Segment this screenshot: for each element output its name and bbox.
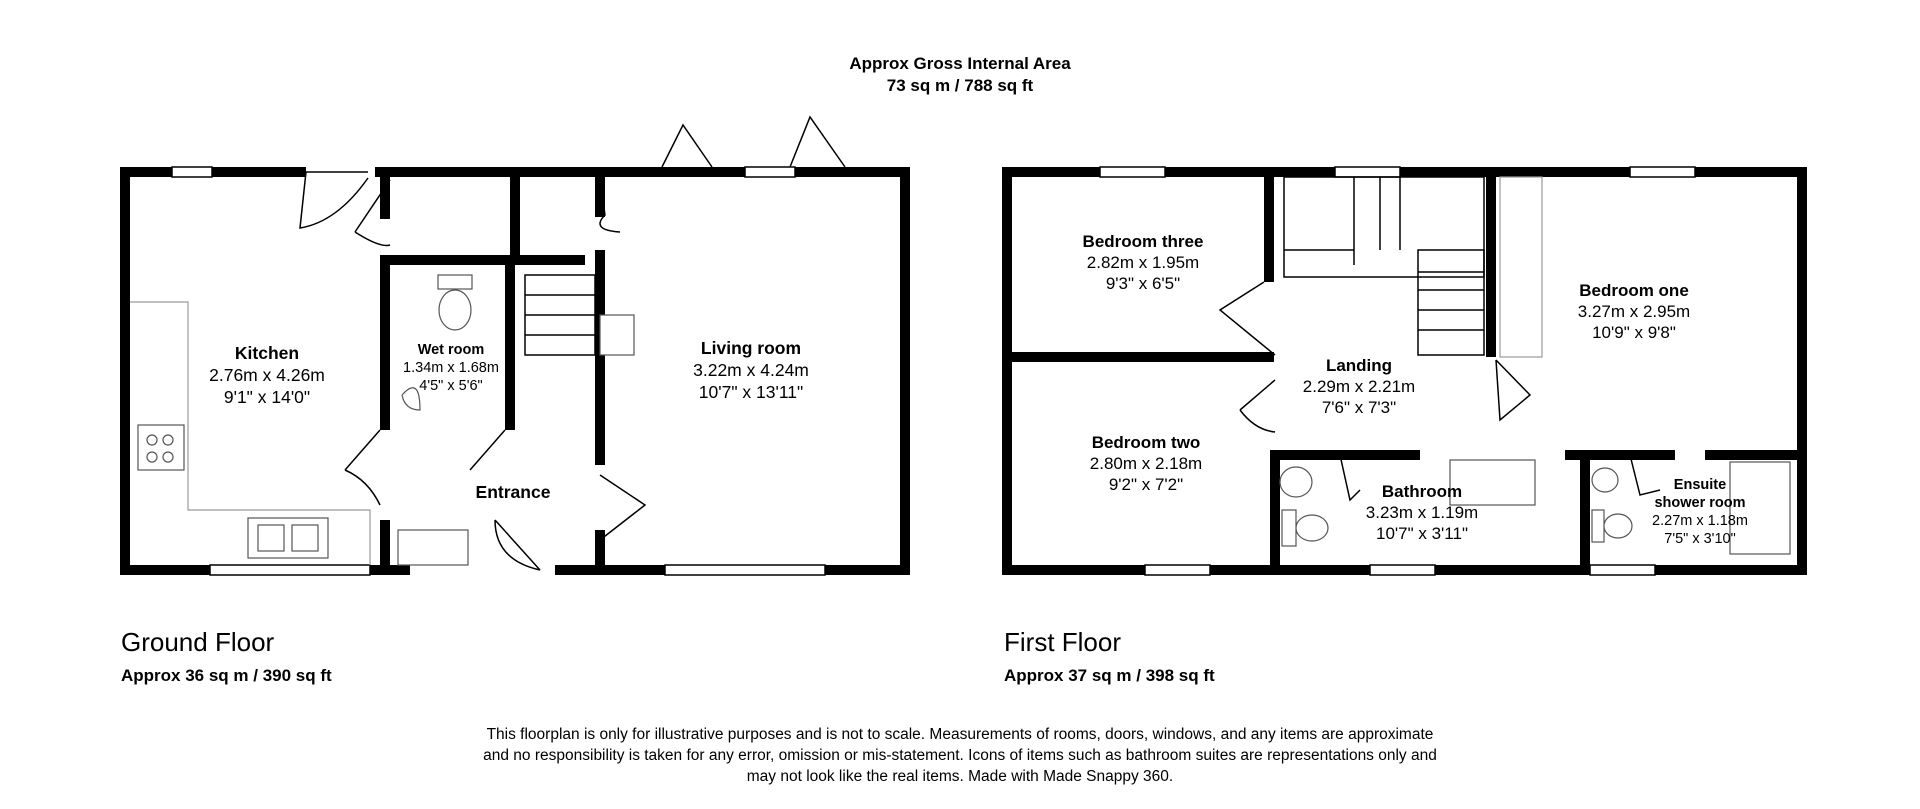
disclaimer-line-1: This floorplan is only for illustrative … (486, 726, 1434, 743)
first-floor-area: Approx 37 sq m / 398 sq ft (1004, 666, 1215, 685)
room-imperial: 10'9" x 9'8" (1592, 323, 1676, 342)
room-label-bathroom: Bathroom 3.23m x 1.19m 10'7" x 3'11" (1366, 481, 1478, 544)
ground-floor-area: Approx 36 sq m / 390 sq ft (121, 666, 332, 685)
room-name: Bedroom two (1091, 433, 1201, 452)
ground-floor-plan (120, 115, 910, 576)
room-name: Entrance (475, 482, 551, 502)
first-floor-plan (1002, 166, 1807, 576)
room-imperial: 9'2" x 7'2" (1108, 475, 1184, 494)
room-name: Ensuite (1673, 477, 1727, 493)
room-imperial: 7'5" x 3'10" (1664, 531, 1736, 547)
room-imperial: 9'3" x 6'5" (1105, 274, 1181, 293)
room-metric: 3.27m x 2.95m (1577, 302, 1691, 321)
room-metric: 2.82m x 1.95m (1086, 253, 1200, 272)
room-name: Bedroom one (1579, 281, 1689, 300)
room-metric: 3.23m x 1.19m (1365, 503, 1479, 522)
room-name: Living room (700, 338, 802, 358)
room-label-entrance: Entrance (476, 481, 551, 503)
room-label-bedroom-two: Bedroom two 2.80m x 2.18m 9'2" x 7'2" (1090, 432, 1202, 495)
room-name: Landing (1325, 356, 1393, 375)
room-name-line2: shower room (1654, 495, 1746, 511)
room-label-ensuite: Ensuite shower room 2.27m x 1.18m 7'5" x… (1652, 476, 1748, 548)
room-label-landing: Landing 2.29m x 2.21m 7'6" x 7'3" (1303, 355, 1415, 418)
room-metric: 3.22m x 4.24m (693, 360, 809, 380)
room-label-living-room: Living room 3.22m x 4.24m 10'7" x 13'11" (693, 337, 809, 403)
room-metric: 2.29m x 2.21m (1302, 377, 1416, 396)
room-name: Bedroom three (1082, 232, 1204, 251)
room-imperial: 4'5" x 5'6" (419, 378, 483, 394)
room-label-kitchen: Kitchen 2.76m x 4.26m 9'1" x 14'0" (209, 342, 325, 408)
disclaimer-line-2: and no responsibility is taken for any e… (483, 747, 1437, 764)
room-label-bedroom-one: Bedroom one 3.27m x 2.95m 10'9" x 9'8" (1578, 280, 1690, 343)
room-metric: 2.76m x 4.26m (209, 365, 325, 385)
room-imperial: 10'7" x 3'11" (1376, 524, 1468, 543)
room-name: Wet room (417, 342, 485, 358)
first-floor-title: First Floor (1004, 627, 1121, 657)
disclaimer-line-3: may not look like the real items. Made w… (746, 768, 1174, 785)
room-metric: 2.80m x 2.18m (1089, 454, 1203, 473)
room-metric: 1.34m x 1.68m (403, 360, 499, 376)
room-imperial: 7'6" x 7'3" (1321, 398, 1397, 417)
room-name: Kitchen (234, 343, 300, 363)
room-imperial: 10'7" x 13'11" (698, 382, 804, 402)
gross-area-value: 73 sq m / 788 sq ft (886, 76, 1034, 95)
room-imperial: 9'1" x 14'0" (223, 387, 311, 407)
room-name: Bathroom (1381, 482, 1463, 501)
ground-floor-title: Ground Floor (121, 627, 275, 657)
gross-area-title: Approx Gross Internal Area (849, 54, 1071, 73)
room-metric: 2.27m x 1.18m (1652, 513, 1748, 529)
room-label-wet-room: Wet room 1.34m x 1.68m 4'5" x 5'6" (403, 341, 499, 395)
room-label-bedroom-three: Bedroom three 2.82m x 1.95m 9'3" x 6'5" (1083, 231, 1204, 294)
